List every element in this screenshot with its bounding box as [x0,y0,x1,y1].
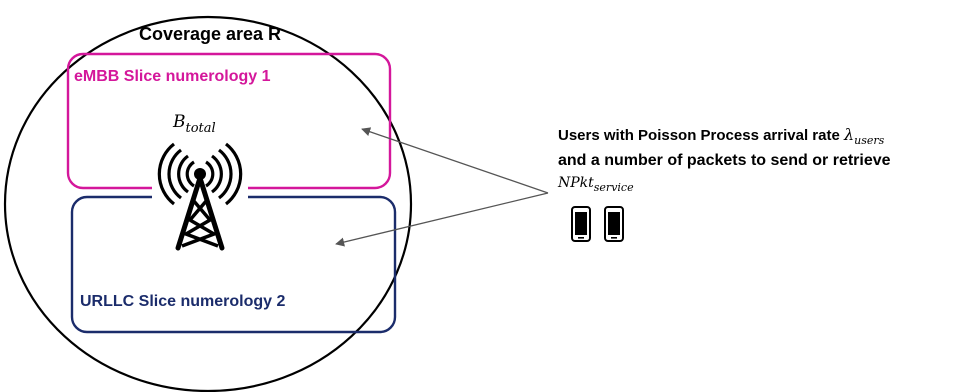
npkt-label: NPktservice [557,175,634,194]
b-total-base: B [172,112,186,132]
urllc-slice-label: URLLC Slice numerology 2 [80,293,285,310]
users-arrival-line1: Users with Poisson Process arrival rate [558,127,844,144]
b-total-sub: total [186,121,216,136]
npkt-sub: service [594,181,634,194]
lambda-symbol: λ [843,125,854,144]
arrow-to-embb [361,127,549,194]
embb-slice-label: eMBB Slice numerology 1 [74,68,271,85]
arrow-to-urllc [335,192,549,247]
smartphone-icon [571,206,591,242]
coverage-area-label: Coverage area R [139,24,281,44]
smartphone-icon [604,206,624,242]
lambda-subscript: users [854,134,884,147]
users-arrival-text: Users with Poisson Process arrival rate … [558,125,885,147]
coverage-area-circle [3,15,413,392]
users-packets-text: and a number of packets to send or retri… [558,152,891,169]
b-total-label: Btotal [172,112,216,136]
npkt-base: NPkt [557,175,594,191]
cell-tower-icon [152,142,248,253]
